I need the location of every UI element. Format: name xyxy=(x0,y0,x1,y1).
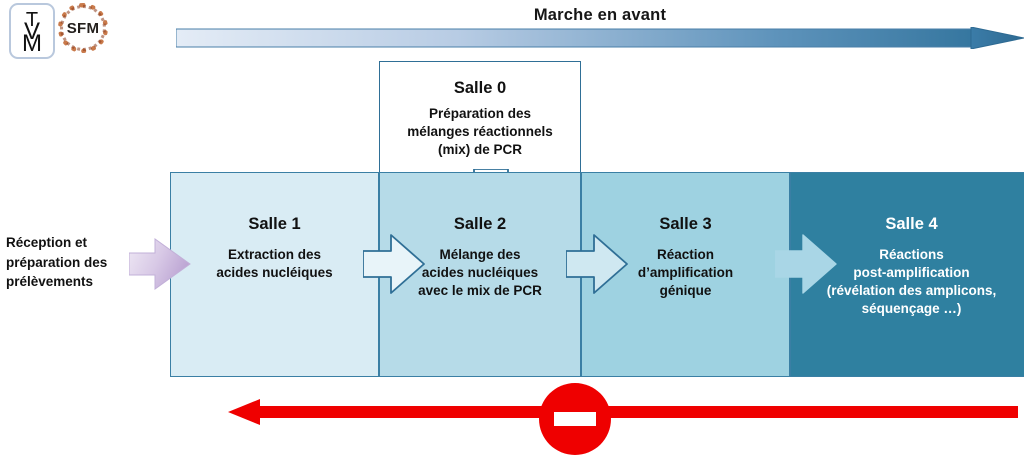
tvm-letter-v: V xyxy=(23,18,41,45)
tvm-logo: T V M xyxy=(9,3,55,59)
salle-3-title: Salle 3 xyxy=(659,215,712,233)
salle-0-desc-line-3: (mix) de PCR xyxy=(437,141,522,157)
salle-0-description: Préparation des mélanges réactionnels (m… xyxy=(380,105,580,159)
salle-0-box[interactable]: Salle 0 Préparation des mélanges réactio… xyxy=(379,61,581,173)
intake-label-line-2: préparation des xyxy=(6,254,108,270)
salle-1-to-salle-2-arrow-icon xyxy=(363,234,425,294)
forward-flow-title: Marche en avant xyxy=(533,6,667,24)
tvm-letter-t: T xyxy=(25,9,39,31)
sfm-speckled-ring-inner-icon xyxy=(60,5,106,51)
forward-flow-arrow xyxy=(176,27,1024,49)
salle-0-desc-line-2: mélanges réactionnels xyxy=(407,123,553,139)
salle-3-description: Réaction d’amplification génique xyxy=(582,246,789,300)
salle-2-desc-line-1: Mélange des xyxy=(439,247,521,262)
salle-1-description: Extraction des acides nucléiques xyxy=(171,246,378,282)
salle-3-to-salle-4-arrow-icon xyxy=(775,234,837,294)
salle-3-desc-line-1: Réaction xyxy=(656,247,714,262)
salle-4-box[interactable]: Salle 4 Réactions post-amplification (ré… xyxy=(790,172,1024,377)
salle-2-to-salle-3-arrow-icon xyxy=(566,234,628,294)
sfm-logo: SFM xyxy=(58,3,108,53)
no-entry-bar xyxy=(554,412,596,426)
sfm-logo-text: SFM xyxy=(66,19,100,37)
salle-2-description: Mélange des acides nucléiques avec le mi… xyxy=(380,246,580,300)
salle-0-desc-line-1: Préparation des xyxy=(428,106,532,121)
salle-1-title: Salle 1 xyxy=(248,215,301,233)
salle-4-description: Réactions post-amplification (révélation… xyxy=(791,246,1024,318)
salle-1-desc-line-1: Extraction des xyxy=(227,247,322,262)
salle-4-desc-line-1: Réactions xyxy=(879,247,944,262)
salle-1-desc-line-2: acides nucléiques xyxy=(216,265,333,281)
salle-4-desc-line-2: post-amplification xyxy=(853,265,970,281)
intake-label: Réception et préparation des prélèvement… xyxy=(6,233,134,292)
intake-label-line-3: prélèvements xyxy=(6,274,94,290)
salle-3-desc-line-3: génique xyxy=(659,283,712,299)
tvm-letter-m: M xyxy=(22,30,42,57)
salle-3-desc-line-2: d’amplification xyxy=(637,265,734,281)
no-entry-sign-icon xyxy=(539,383,611,455)
salle-4-title: Salle 4 xyxy=(885,215,938,233)
backward-prohibited-arrow xyxy=(228,399,1018,425)
salle-2-title: Salle 2 xyxy=(453,215,507,233)
intake-to-salle-1-arrow-icon xyxy=(129,238,191,290)
salle-0-title: Salle 0 xyxy=(453,79,507,97)
salle-2-desc-line-3: avec le mix de PCR xyxy=(418,283,542,299)
salle-4-desc-line-4: séquençage …) xyxy=(861,301,962,317)
intake-label-line-1: Réception et xyxy=(6,235,88,250)
salle-1-box[interactable]: Salle 1 Extraction des acides nucléiques xyxy=(170,172,379,377)
salle-2-desc-line-2: acides nucléiques xyxy=(421,265,539,281)
salle-4-desc-line-3: (révélation des amplicons, xyxy=(826,283,997,299)
